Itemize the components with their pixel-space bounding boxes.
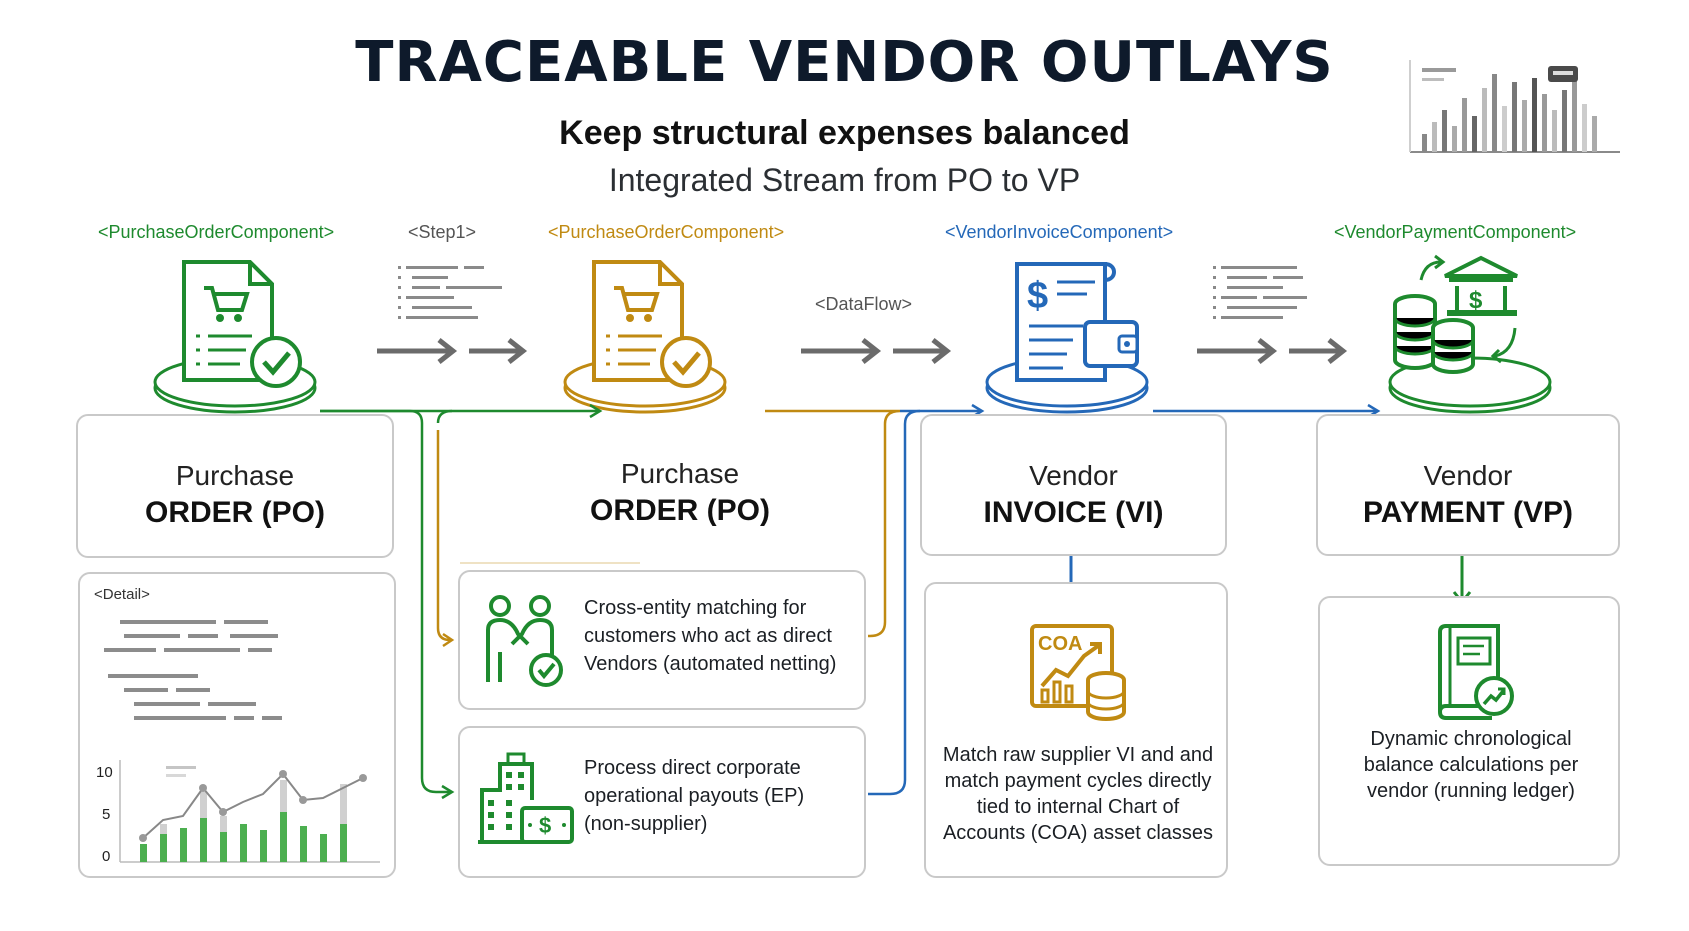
stage-box-vendor-invoice: Vendor INVOICE (VI): [920, 414, 1227, 556]
tag-vendor-invoice: <VendorInvoiceComponent>: [945, 222, 1174, 242]
coa-icon-label: COA: [1038, 633, 1082, 655]
y-tick-label: 5: [102, 806, 111, 823]
vendor-payment-bank-icon: $: [1388, 254, 1552, 414]
flow-arrow-icon: [1197, 338, 1348, 364]
stage-title: ORDER (PO): [145, 496, 325, 529]
stage-title: ORDER (PO): [590, 494, 770, 527]
corporate-payouts-card: $ Process direct corporate operational p…: [458, 726, 866, 878]
coa-description: Match raw supplier VI and and match paym…: [942, 744, 1214, 844]
detail-label: <Detail>: [94, 586, 150, 603]
mini-line-bar-chart: [119, 760, 380, 863]
detail-panel: <Detail> 10 5 0: [78, 572, 396, 878]
stage-box-vendor-payment: Vendor PAYMENT (VP): [1316, 414, 1620, 556]
detail-text-placeholder: [104, 620, 282, 720]
cross-entity-matching-card: Cross-entity matching for customers who …: [458, 570, 866, 710]
purchase-order-document-icon: [563, 260, 727, 414]
stage-title: PAYMENT (VP): [1362, 496, 1574, 529]
tag-vendor-payment: <VendorPaymentComponent>: [1334, 222, 1577, 242]
code-snippet-icon: [1213, 266, 1307, 319]
tag-dataflow: <DataFlow>: [815, 294, 913, 314]
page-subtitle: Keep structural expenses balanced: [559, 114, 1130, 152]
page-title: TRACEABLE VENDOR OUTLAYS: [355, 30, 1334, 95]
code-snippet-icon: [398, 266, 502, 319]
office-building-money-icon: $: [478, 752, 574, 844]
svg-text:$: $: [539, 813, 551, 838]
purchase-order-document-icon: [153, 260, 317, 414]
stage-label: Purchase: [620, 458, 740, 489]
tag-purchase-order-1: <PurchaseOrderComponent>: [98, 222, 335, 242]
ledger-book-growth-icon: [1438, 624, 1514, 720]
tag-purchase-order-2: <PurchaseOrderComponent>: [548, 222, 785, 242]
stage-label: Vendor: [1029, 460, 1118, 491]
svg-text:$: $: [1027, 275, 1048, 317]
vendor-invoice-icon: $: [985, 262, 1149, 414]
svg-text:$: $: [1469, 287, 1483, 314]
payouts-description: Process direct corporate operational pay…: [584, 757, 805, 835]
handshake-people-icon: [486, 595, 563, 687]
stage-label: Purchase: [175, 460, 295, 491]
flow-arrow-icon: [377, 338, 528, 364]
tag-step1: <Step1>: [408, 222, 477, 242]
stage-box-purchase-order-1: Purchase ORDER (PO): [76, 414, 394, 558]
coa-matching-card: COA Match raw supplier VI and and match …: [924, 582, 1228, 878]
bar-chart-icon: [1409, 60, 1620, 153]
y-tick-label: 0: [102, 848, 111, 865]
stage-title: INVOICE (VI): [983, 496, 1164, 529]
coa-ledger-icon: COA: [1030, 624, 1126, 721]
flow-arrow-icon: [801, 338, 952, 364]
running-ledger-card: Dynamic chronological balance calculatio…: [1318, 596, 1620, 866]
ledger-description: Dynamic chronological balance calculatio…: [1363, 728, 1579, 802]
matching-description: Cross-entity matching for customers who …: [584, 597, 837, 675]
stage-box-purchase-order-2: Purchase ORDER (PO): [520, 414, 840, 558]
y-tick-label: 10: [96, 764, 113, 781]
page-subtitle-secondary: Integrated Stream from PO to VP: [608, 162, 1081, 198]
stage-label: Vendor: [1423, 460, 1513, 491]
